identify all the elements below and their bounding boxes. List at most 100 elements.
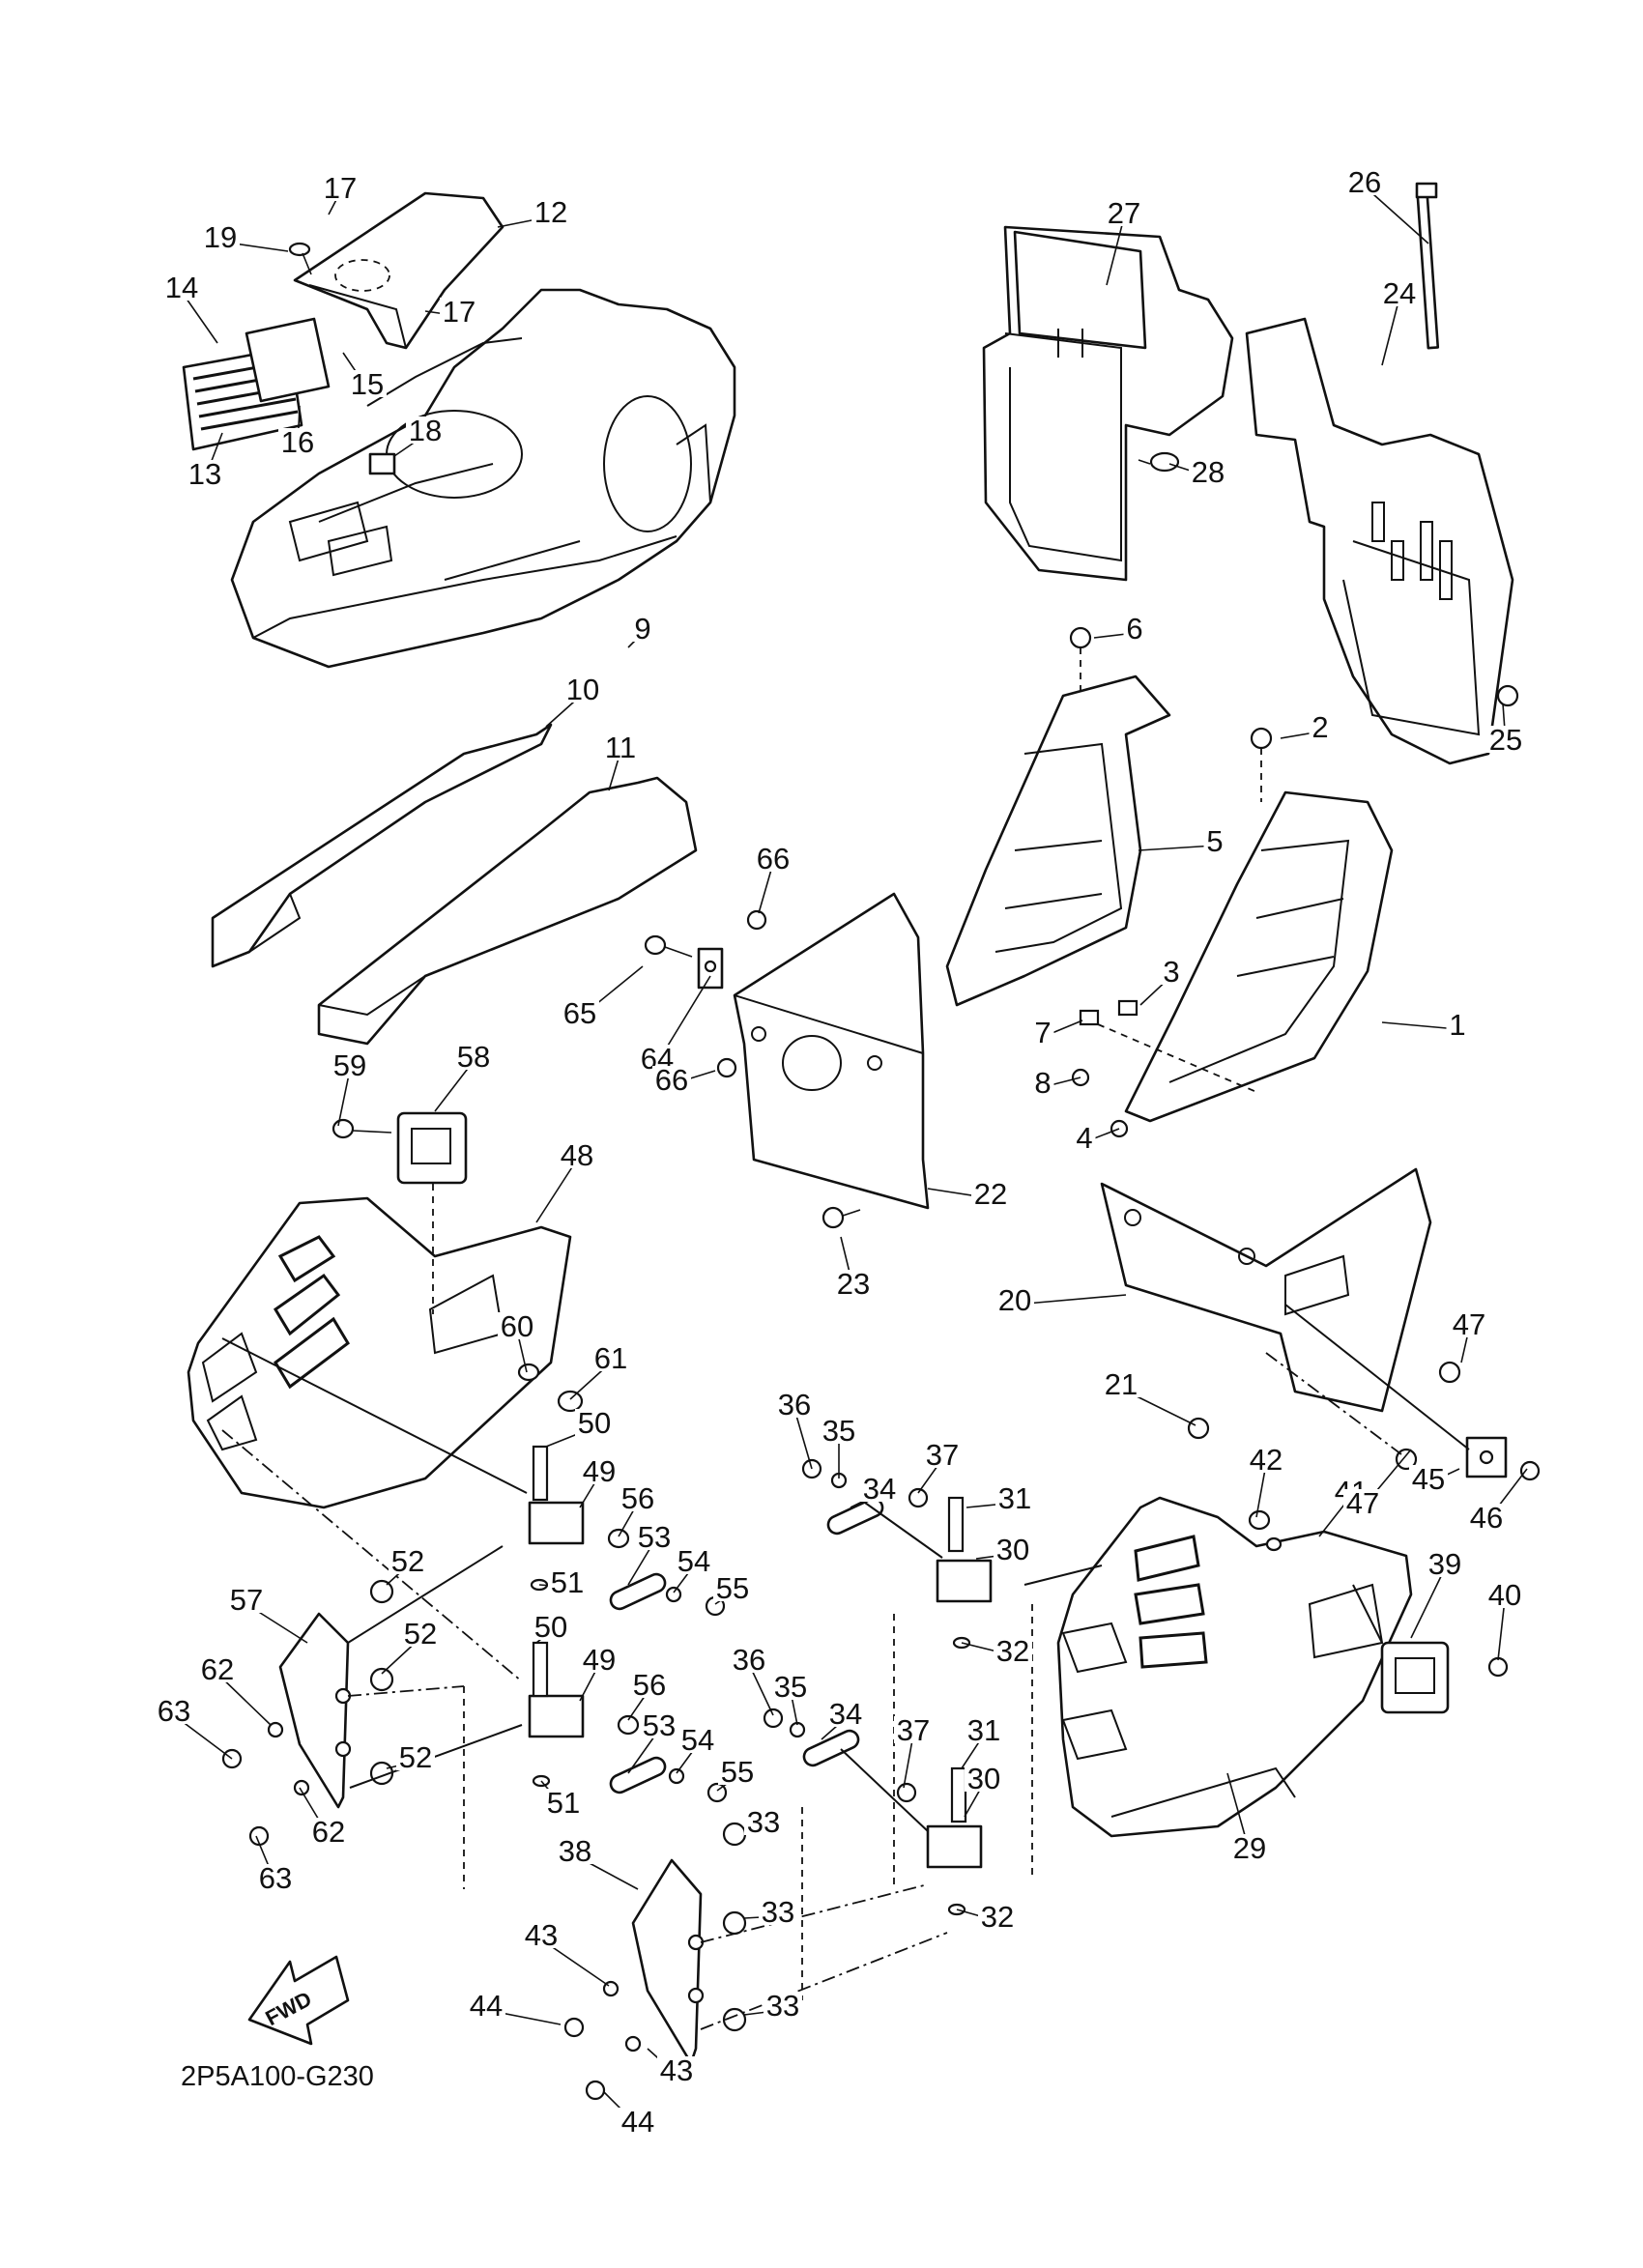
callout-label-c49b: 49	[583, 1643, 616, 1677]
part-43-44-fasteners	[563, 1980, 642, 2101]
callout-bg-c2	[1309, 713, 1332, 740]
callout-label-c3: 3	[1163, 955, 1179, 989]
callout-label-c52a: 52	[391, 1544, 424, 1578]
callout-label-c56b: 56	[633, 1668, 666, 1702]
callout-bg-c11	[601, 733, 640, 761]
callout-bg-c22	[971, 1180, 1010, 1207]
callout-label-c5: 5	[1206, 824, 1223, 858]
part-18-clip	[368, 452, 396, 475]
callout-bg-c19	[201, 223, 240, 250]
part-48-panel	[187, 1196, 572, 1509]
callout-label-c45: 45	[1412, 1462, 1445, 1496]
callout-label-c27: 27	[1108, 196, 1140, 230]
callout-bg-c46	[1467, 1504, 1506, 1531]
callout-label-c28: 28	[1192, 455, 1225, 489]
callout-label-c48: 48	[561, 1138, 593, 1172]
callout-label-c32a: 32	[996, 1634, 1029, 1668]
part-28-pin	[1138, 451, 1180, 473]
callout-label-c1: 1	[1449, 1008, 1465, 1042]
callout-bg-c47b	[1343, 1489, 1382, 1516]
callout-bg-c25	[1486, 726, 1525, 753]
callout-bg-c26	[1345, 168, 1384, 195]
part-20-box	[1100, 1167, 1432, 1413]
callout-bg-c53b	[640, 1711, 678, 1738]
callout-bg-c66a	[754, 845, 793, 872]
callout-leader-c27	[1106, 216, 1125, 286]
callout-bg-c51a	[548, 1568, 587, 1595]
callout-bg-c49a	[580, 1457, 619, 1484]
callout-label-c49a: 49	[583, 1454, 616, 1488]
callout-leader-c37b	[903, 1734, 914, 1789]
part-60-washer	[517, 1363, 540, 1382]
callout-label-c37b: 37	[897, 1713, 930, 1747]
part-19-screw	[288, 242, 312, 275]
callout-label-c46: 46	[1470, 1501, 1503, 1535]
part-1-panel	[1124, 790, 1394, 1123]
callout-label-c19: 19	[204, 220, 237, 254]
callout-leader-c5	[1138, 845, 1216, 851]
part-26-tie	[1415, 182, 1440, 350]
callout-bg-c50a	[575, 1409, 614, 1436]
callout-label-c21: 21	[1105, 1367, 1138, 1401]
callout-bg-c36a	[775, 1391, 814, 1418]
callout-label-c23: 23	[837, 1267, 870, 1301]
callout-label-c36b: 36	[733, 1643, 765, 1677]
callout-label-c39: 39	[1428, 1547, 1461, 1581]
part-64-bracket	[697, 947, 724, 990]
callout-bg-c30a	[994, 1536, 1032, 1563]
callout-bg-c9	[631, 615, 654, 642]
callout-bg-c38	[556, 1837, 594, 1864]
callout-bg-c48	[558, 1141, 596, 1168]
callout-label-c52b: 52	[404, 1617, 437, 1651]
callout-label-c22: 22	[974, 1177, 1007, 1211]
part-52-rubbers	[369, 1579, 394, 1786]
callout-label-c43b: 43	[660, 2053, 693, 2087]
part-2-pin	[1250, 727, 1273, 802]
callout-label-c31a: 31	[998, 1481, 1031, 1515]
callout-label-c14: 14	[165, 271, 198, 304]
callout-label-c57: 57	[230, 1583, 263, 1617]
callout-bg-c23	[834, 1270, 873, 1297]
part-65-bolt	[644, 934, 693, 958]
callout-bg-c43b	[657, 2056, 696, 2083]
part-25-pin	[1496, 684, 1519, 707]
callout-bg-c1	[1446, 1011, 1469, 1038]
callout-leader-c36a	[793, 1408, 813, 1470]
callout-bg-c50b	[532, 1613, 570, 1640]
callout-label-c11: 11	[605, 731, 636, 764]
part-40-bolt	[1487, 1656, 1509, 1678]
callout-bg-c40	[1485, 1581, 1524, 1608]
callout-bg-c33c	[764, 1992, 802, 2019]
part-38-bracket	[631, 1858, 705, 2065]
callout-bg-c57	[227, 1586, 266, 1613]
part-46-bolt	[1519, 1460, 1541, 1481]
callout-bg-c56a	[619, 1484, 657, 1511]
callout-label-c42: 42	[1250, 1443, 1283, 1477]
part-45-bracket	[1465, 1436, 1508, 1479]
callout-bg-c28	[1189, 458, 1227, 485]
callout-label-c10: 10	[566, 673, 599, 706]
callout-bg-c47a	[1450, 1310, 1488, 1337]
callout-bg-c52c	[396, 1743, 435, 1770]
callout-bg-c37b	[894, 1716, 933, 1743]
callout-bg-c32b	[978, 1903, 1017, 1930]
part-23-pin	[822, 1206, 861, 1229]
callout-bg-c51b	[544, 1789, 583, 1816]
callout-leader-c26	[1364, 186, 1429, 244]
callout-label-c4: 4	[1076, 1121, 1092, 1155]
callout-label-c37a: 37	[926, 1438, 959, 1472]
callout-label-c18: 18	[409, 414, 442, 447]
callout-bg-c34a	[860, 1475, 899, 1502]
callout-bg-c42	[1247, 1446, 1285, 1473]
callout-bg-c54a	[675, 1547, 713, 1574]
callout-bg-c60	[498, 1312, 536, 1339]
callout-label-c54a: 54	[677, 1544, 710, 1578]
callout-bg-c44a	[467, 1992, 505, 2019]
part-59-bolt	[331, 1118, 392, 1139]
callout-label-c65: 65	[563, 996, 596, 1030]
callout-bg-c66b	[652, 1066, 691, 1093]
callout-label-c29: 29	[1233, 1831, 1266, 1865]
hinge-right-lower	[763, 1708, 983, 1916]
callout-label-c63b: 63	[259, 1861, 292, 1895]
